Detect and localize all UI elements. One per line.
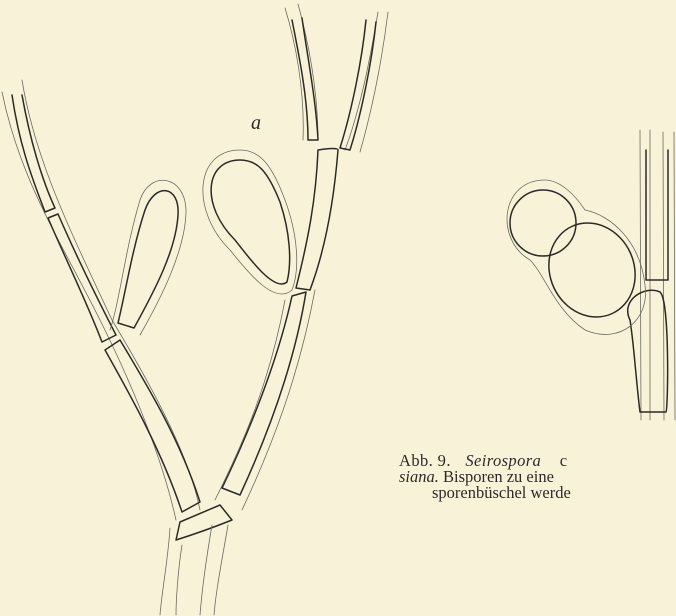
figure-caption: Abb. 9. Seirospora c siana. Bisporen zu … [399, 453, 676, 501]
right-filament-drawing [507, 130, 675, 420]
caption-line-3: sporenbüschel werde [399, 485, 676, 501]
figure-label-a: a [251, 112, 261, 135]
caption-line1-suffix: c [560, 451, 568, 470]
left-filament-drawing [2, 4, 388, 615]
